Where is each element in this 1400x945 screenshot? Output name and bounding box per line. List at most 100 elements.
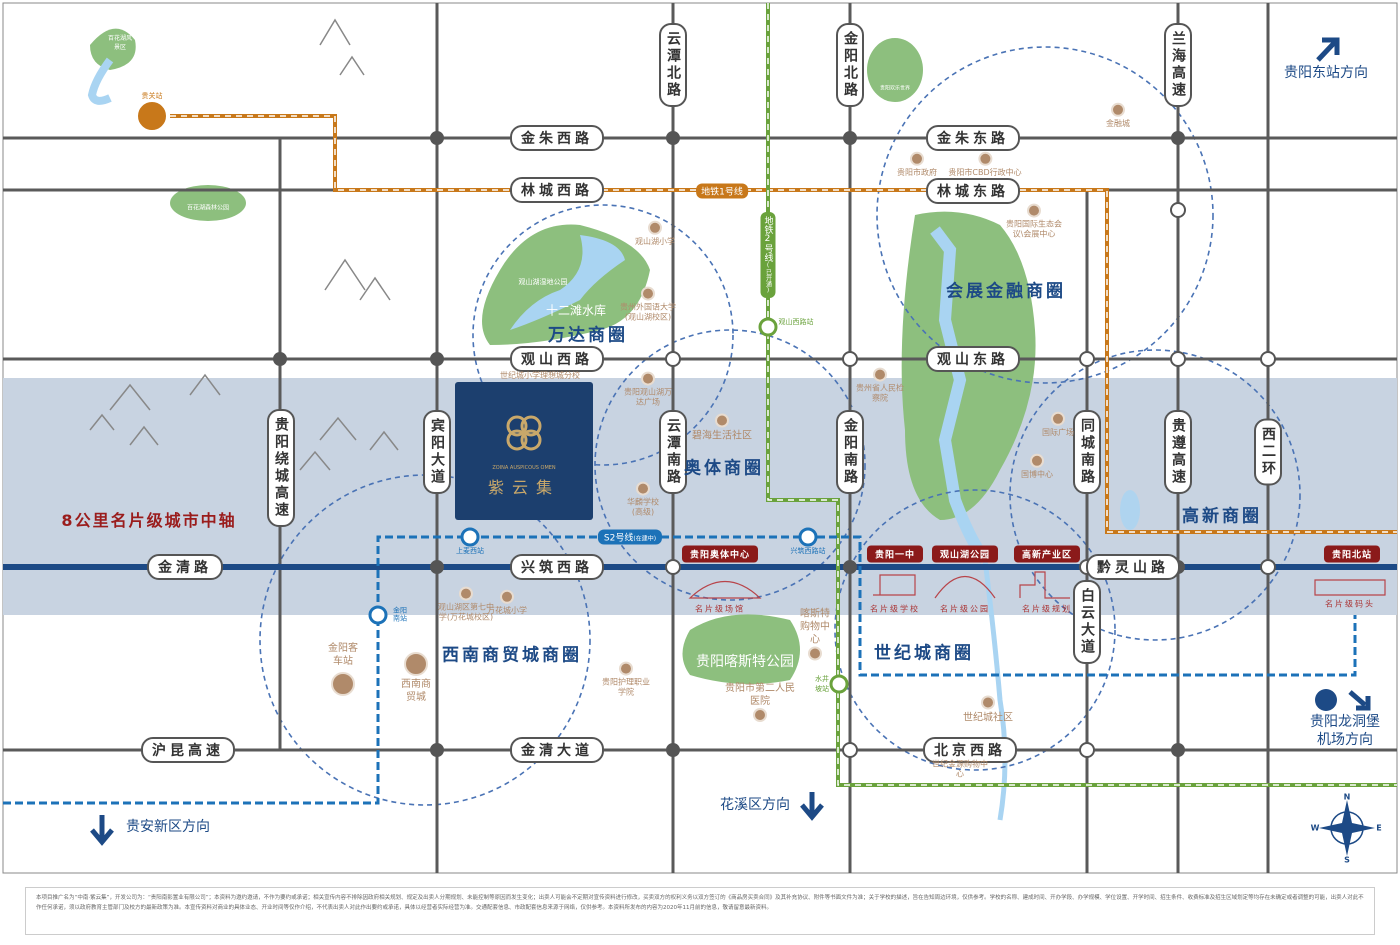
direction-guian: 贵安新区方向	[126, 818, 210, 835]
road-label: 兰海高速	[1164, 23, 1192, 107]
water-label: 十二滩水库	[545, 303, 607, 318]
poi-school: 观山湖小学	[635, 220, 675, 247]
southeast-arrow-icon	[1348, 690, 1371, 711]
metro-line-s2	[3, 535, 1357, 805]
road-label: 云潭南路	[659, 410, 687, 494]
poi-community: 世纪城社区	[963, 695, 1013, 725]
landmark-caption: 名片级规划	[1022, 604, 1072, 614]
landmark-drawings	[688, 571, 1386, 599]
road-label: 金阳南路	[836, 410, 864, 494]
poi-label: 西南商贸城	[401, 679, 431, 703]
landmark-caption: 名片级场馆	[695, 604, 745, 614]
park-label: 观山湖湿地公园	[518, 278, 568, 286]
metro-line-2-name: 地铁2号线	[762, 216, 773, 262]
road-label: 贵阳绕城高速	[267, 409, 295, 527]
poi-expo: 国博中心	[1021, 453, 1053, 480]
northeast-arrow-icon	[1316, 37, 1340, 62]
station-label: 兴筑西路站	[790, 546, 826, 555]
book-icon	[500, 589, 514, 604]
down-arrow-icon	[800, 792, 824, 821]
district-label: 奥体商圈	[684, 458, 764, 479]
bus-icon	[331, 672, 355, 696]
metro-line-1-label: 地铁1号线	[696, 183, 748, 199]
poi-school: 华麟学校(高级)	[623, 481, 663, 519]
road-label: 林城西路	[510, 177, 604, 203]
disclaimer: 本项目推广名为“中南·紫云集”，开发公司为：“贵阳南影置业有限公司”；本资料为邀…	[25, 887, 1375, 935]
book-icon	[641, 286, 655, 301]
road-label: 观山东路	[926, 346, 1020, 372]
poi-label: 喀斯特购物中心	[800, 608, 830, 646]
road-label: 西二环	[1254, 418, 1282, 486]
poi-school: 世纪城小学理想城分校	[500, 371, 580, 381]
road-label: 贵遵高速	[1164, 410, 1192, 494]
road-label: 林城东路	[926, 178, 1020, 204]
city-map[interactable]: ZOINA AUSPICOUS OMEN 紫云集 金朱西路 林城西路 观山西路 …	[0, 0, 1400, 880]
poi-label: 金阳客车站	[328, 643, 358, 667]
star-icon	[873, 367, 887, 382]
poi-label: 世纪城社区	[963, 712, 1013, 724]
poi-procuratorate: 贵州省人民检察院	[855, 367, 905, 405]
mountain-icons	[89, 18, 399, 471]
road-label: 金朱东路	[926, 125, 1020, 151]
poi-mall: 喀斯特购物中心	[797, 608, 833, 663]
landmark-caption: 名片级公园	[940, 604, 990, 614]
poi-label: 贵阳市CBD行政中心	[948, 167, 1022, 177]
building-icon	[1111, 102, 1125, 117]
poi-mall: 贵阳观山湖万达广场	[623, 371, 673, 409]
axis-label: 8公里名片级城市中轴	[61, 511, 237, 530]
poi-label: 贵阳市政府	[897, 167, 937, 177]
landmark-tag: 贵阳一中	[866, 545, 924, 563]
mall-icon	[641, 371, 655, 386]
hospital-cross-icon	[753, 708, 767, 722]
park-label: 百花湖风景区	[107, 35, 132, 51]
poi-cbd: 贵阳市CBD行政中心	[948, 151, 1022, 178]
cap-icon	[619, 661, 633, 676]
landmark-tag: 高新产业区	[1013, 545, 1081, 563]
poi-hospital: 贵阳市第二人民医院	[725, 682, 795, 724]
star-icon	[910, 151, 924, 166]
project-block[interactable]: ZOINA AUSPICOUS OMEN 紫云集	[455, 382, 593, 520]
station-label: 上麦西站	[456, 546, 484, 555]
road-label: 白云大道	[1073, 580, 1101, 664]
road-label: 同城南路	[1073, 410, 1101, 494]
poi-label: 碧海生活社区	[692, 430, 752, 442]
poi-mall: 世纪金源购物中心	[930, 760, 990, 781]
poi-convention: 贵阳国际生态会议\会展中心	[1004, 203, 1064, 241]
metro-s2-name: S2号线	[603, 533, 634, 544]
district-label: 西南商贸城商圈	[442, 645, 582, 666]
road-label: 云潭北路	[659, 23, 687, 107]
roads	[3, 3, 1397, 873]
direction-airport: 贵阳龙洞堡机场方向	[1310, 713, 1380, 749]
poi-label: 万花城小学	[487, 605, 527, 615]
building-icon	[1051, 411, 1065, 426]
station-label: 水井坡站	[815, 675, 829, 693]
poi-label: 贵阳国际生态会议\会展中心	[1006, 219, 1062, 239]
road-label: 金清路	[147, 554, 223, 580]
airplane-icon	[1315, 689, 1337, 711]
poi-finance: 金融城	[1106, 102, 1130, 129]
poi-label: 观山湖区第七中学(万花城校区)	[438, 602, 494, 622]
road-label: 观山西路	[510, 346, 604, 372]
compass-icon	[1319, 800, 1375, 856]
poi-plaza: 国际广场	[1042, 411, 1074, 438]
poi-label: 贵阳观山湖万达广场	[624, 387, 672, 407]
road-label: 兴筑西路	[510, 554, 604, 580]
poi-bus-station: 金阳客车站	[325, 642, 361, 698]
mall-icon	[808, 646, 822, 661]
road-label: 黔灵山路	[1086, 554, 1180, 580]
road-label: 金朱西路	[510, 125, 604, 151]
building-icon	[1030, 453, 1044, 468]
park-label: 贵阳喀斯特公园	[696, 654, 794, 670]
metro-s2-status: (在建中)	[633, 535, 657, 543]
landmark-tag: 贵阳北站	[1323, 545, 1381, 563]
road-label: 金阳北路	[836, 23, 864, 107]
poi-label: 国博中心	[1021, 469, 1053, 479]
poi-label: 贵阳市第二人民医院	[725, 683, 795, 707]
project-name: 紫云集	[487, 478, 560, 497]
compass-west: W	[1310, 823, 1320, 833]
poi-label: 华麟学校(高级)	[627, 497, 659, 517]
building-icon	[977, 151, 992, 166]
district-label: 世纪城商圈	[874, 643, 974, 664]
building-icon	[715, 413, 729, 428]
district-label: 万达商圈	[548, 325, 628, 346]
